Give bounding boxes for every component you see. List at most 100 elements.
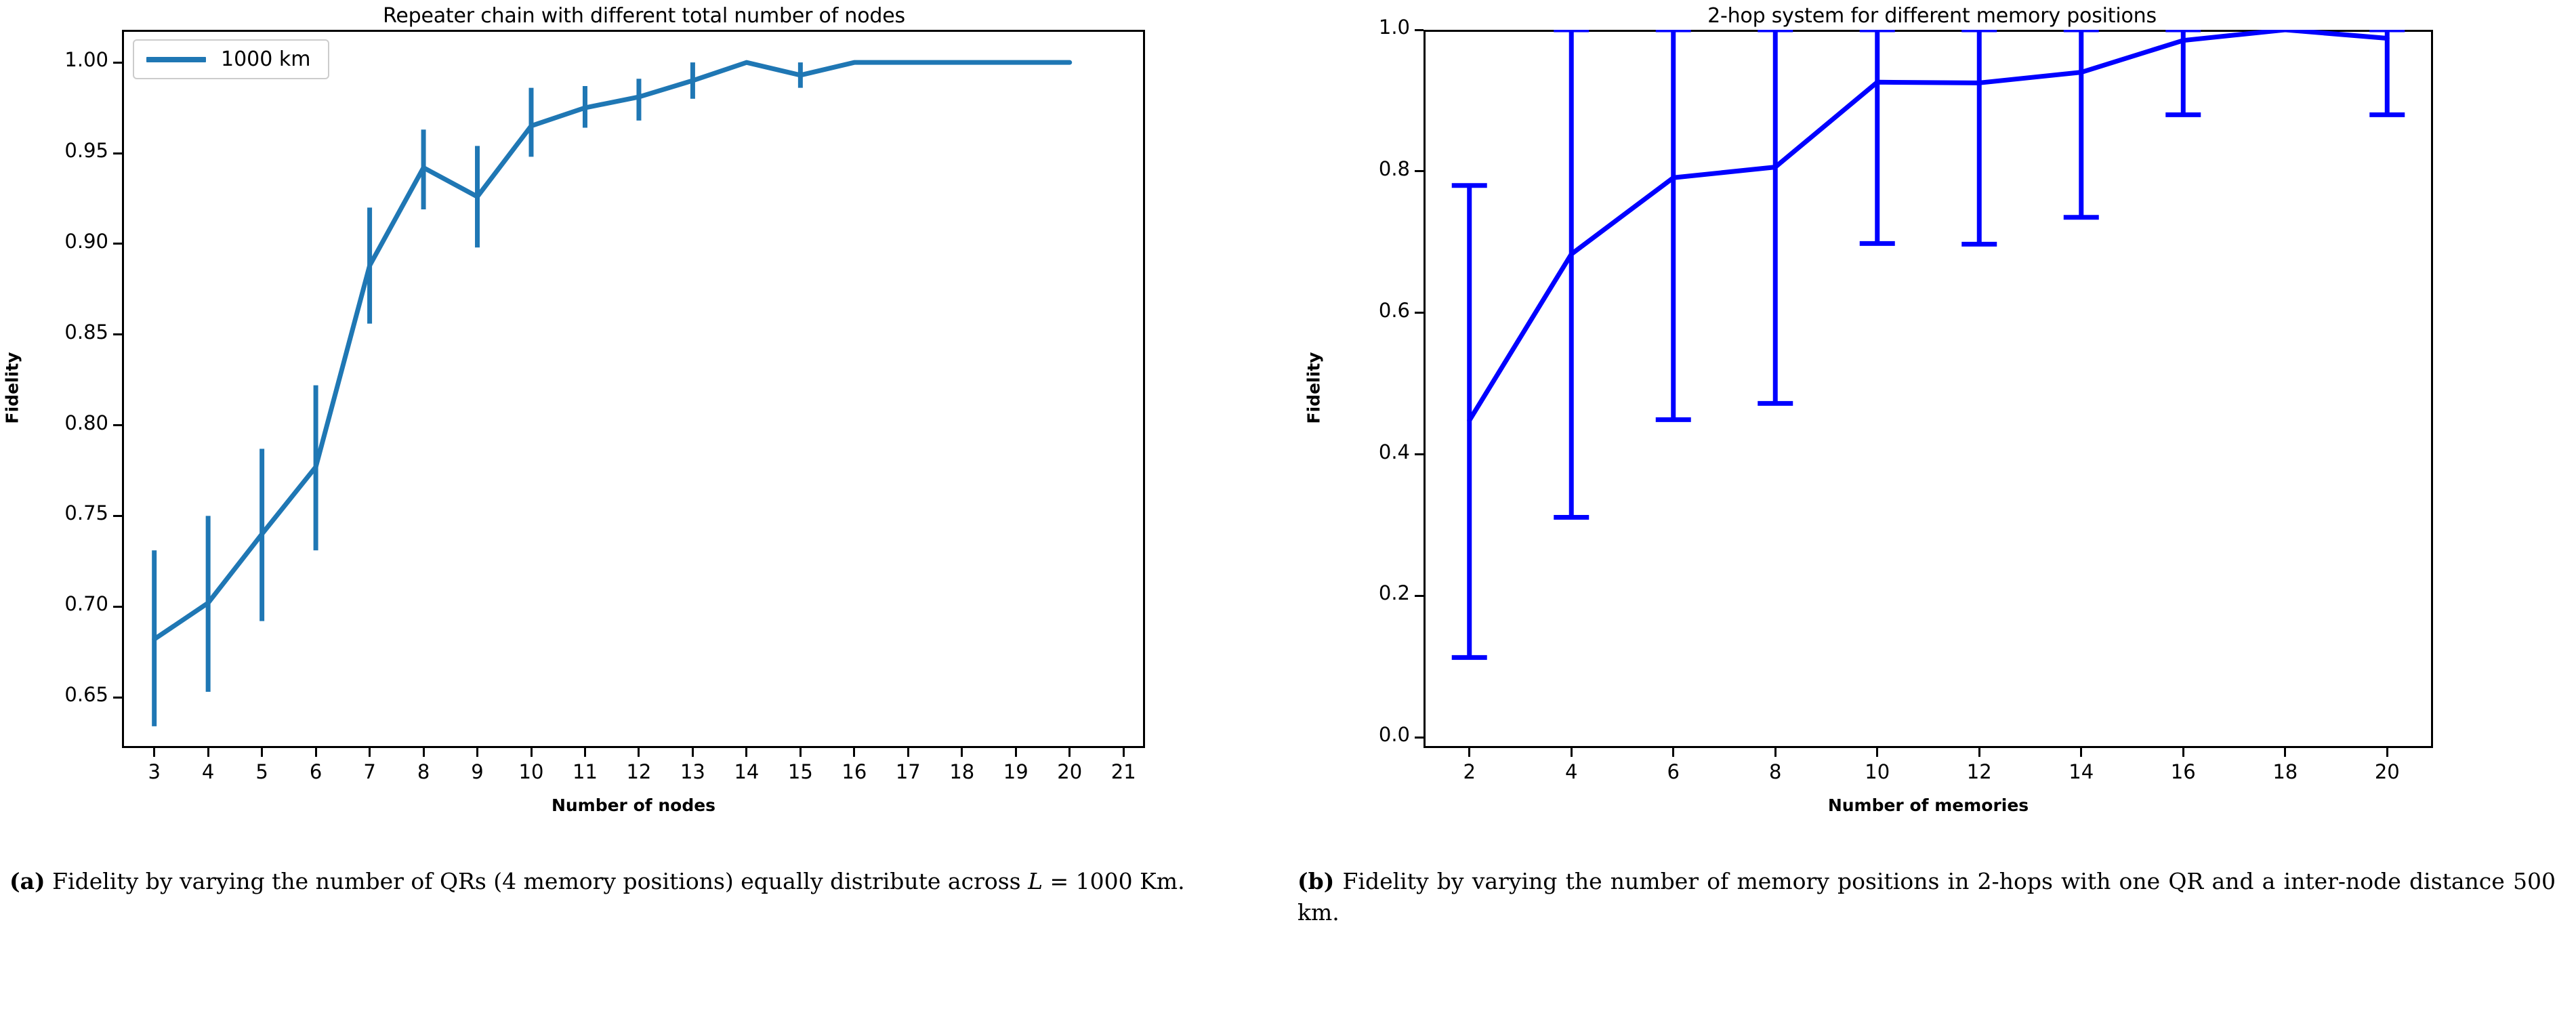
chart-b-title: 2-hop system for different memory positi… xyxy=(1707,4,2157,28)
x-tick-label: 11 xyxy=(573,760,598,783)
series-group xyxy=(152,60,1073,726)
panel-b: 2-hop system for different memory positi… xyxy=(1288,0,2576,1015)
x-tick-label: 13 xyxy=(680,760,705,783)
x-tick-mark xyxy=(1672,748,1675,757)
y-tick-mark xyxy=(113,333,122,336)
x-tick-label: 19 xyxy=(1003,760,1029,783)
x-tick-label: 6 xyxy=(1667,760,1680,783)
y-tick-mark xyxy=(1415,453,1424,456)
x-tick-mark xyxy=(153,748,156,757)
y-tick-label: 0.6 xyxy=(1378,298,1410,322)
series-group xyxy=(1451,30,2405,660)
x-tick-mark xyxy=(530,748,533,757)
y-tick-mark xyxy=(1415,28,1424,31)
chart-b-axes xyxy=(1424,30,2433,748)
panel-a: Repeater chain with different total numb… xyxy=(2,4,1268,897)
y-tick-mark xyxy=(1415,312,1424,314)
y-tick-mark xyxy=(113,696,122,699)
x-tick-mark xyxy=(853,748,856,757)
x-tick-label: 10 xyxy=(1865,760,1890,783)
x-tick-mark xyxy=(422,748,425,757)
data-line xyxy=(1467,30,2390,423)
y-tick-label: 0.80 xyxy=(64,411,108,434)
chart-a-xlabel: Number of nodes xyxy=(551,795,716,815)
x-tick-label: 17 xyxy=(895,760,921,783)
caption-a-label: (a) xyxy=(9,868,45,894)
chart-a-legend[interactable]: 1000 km xyxy=(133,39,330,79)
x-tick-mark xyxy=(799,748,802,757)
y-tick-label: 0.2 xyxy=(1378,581,1410,605)
x-tick-mark xyxy=(2080,748,2083,757)
legend-item-label: 1000 km xyxy=(221,47,311,71)
y-tick-label: 0.4 xyxy=(1378,440,1410,463)
caption-a-text-1: Fidelity by varying the number of QRs (4… xyxy=(45,868,1029,894)
x-tick-mark xyxy=(1122,748,1125,757)
x-tick-label: 18 xyxy=(949,760,975,783)
chart-b-ylabel: Fidelity xyxy=(1304,352,1324,424)
x-tick-label: 14 xyxy=(734,760,760,783)
x-tick-label: 7 xyxy=(363,760,376,783)
x-tick-label: 9 xyxy=(471,760,484,783)
x-tick-mark xyxy=(261,748,264,757)
x-tick-label: 8 xyxy=(1769,760,1782,783)
y-tick-label: 1.00 xyxy=(64,48,108,72)
chart-b-xlabel: Number of memories xyxy=(1827,795,2029,815)
y-tick-mark xyxy=(113,61,122,64)
x-tick-mark xyxy=(961,748,963,757)
x-tick-mark xyxy=(314,748,317,757)
caption-a: (a) Fidelity by varying the number of QR… xyxy=(9,866,1268,897)
x-tick-mark xyxy=(1978,748,1980,757)
y-tick-mark xyxy=(113,152,122,154)
y-tick-mark xyxy=(1415,736,1424,739)
y-tick-label: 0.95 xyxy=(64,139,108,163)
chart-a-axes xyxy=(122,30,1145,748)
caption-a-text-2: = 1000 Km. xyxy=(1043,868,1185,894)
x-tick-mark xyxy=(2182,748,2184,757)
x-tick-mark xyxy=(369,748,371,757)
y-tick-label: 0.90 xyxy=(64,229,108,253)
x-tick-label: 16 xyxy=(2170,760,2196,783)
y-tick-mark xyxy=(1415,594,1424,597)
x-tick-label: 20 xyxy=(1057,760,1083,783)
y-tick-label: 0.85 xyxy=(64,320,108,344)
x-tick-mark xyxy=(638,748,640,757)
x-tick-label: 5 xyxy=(255,760,268,783)
legend-line-swatch xyxy=(146,56,206,62)
x-tick-mark xyxy=(207,748,209,757)
x-tick-label: 10 xyxy=(518,760,544,783)
caption-b-label: (b) xyxy=(1297,868,1335,894)
chart-b-series-layer xyxy=(1451,30,2405,660)
x-tick-label: 16 xyxy=(842,760,867,783)
x-tick-mark xyxy=(1774,748,1777,757)
y-tick-mark xyxy=(113,605,122,608)
caption-b: (b) Fidelity by varying the number of me… xyxy=(1297,866,2556,928)
x-tick-label: 21 xyxy=(1110,760,1136,783)
x-tick-mark xyxy=(476,748,479,757)
x-tick-mark xyxy=(2386,748,2388,757)
x-tick-label: 14 xyxy=(2069,760,2094,783)
y-tick-mark xyxy=(113,424,122,427)
x-tick-mark xyxy=(1014,748,1017,757)
x-tick-mark xyxy=(1570,748,1573,757)
x-tick-label: 20 xyxy=(2374,760,2400,783)
x-tick-mark xyxy=(1876,748,1879,757)
x-tick-label: 18 xyxy=(2272,760,2298,783)
x-tick-label: 15 xyxy=(787,760,813,783)
y-tick-label: 1.0 xyxy=(1378,16,1410,39)
x-tick-label: 12 xyxy=(626,760,652,783)
y-tick-mark xyxy=(113,514,122,517)
y-tick-mark xyxy=(113,243,122,245)
y-tick-label: 0.70 xyxy=(64,592,108,616)
x-tick-mark xyxy=(1068,748,1071,757)
plot-b-wrapper: 2-hop system for different memory positi… xyxy=(1288,0,2576,854)
x-tick-mark xyxy=(907,748,909,757)
x-tick-label: 2 xyxy=(1463,760,1476,783)
y-tick-label: 0.0 xyxy=(1378,723,1410,747)
x-tick-label: 12 xyxy=(1966,760,1992,783)
x-tick-label: 6 xyxy=(309,760,323,783)
y-tick-label: 0.65 xyxy=(64,683,108,707)
data-line xyxy=(152,60,1073,642)
x-tick-label: 8 xyxy=(417,760,430,783)
y-tick-label: 0.75 xyxy=(64,501,108,525)
